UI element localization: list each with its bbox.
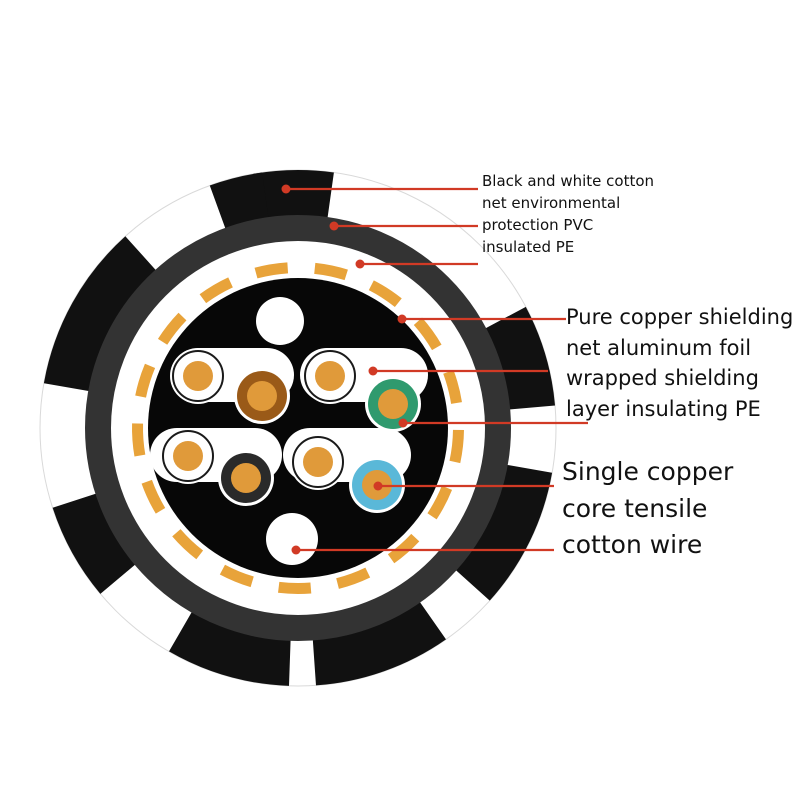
label-line: insulated PE: [482, 238, 575, 256]
label-line: protection PVC: [482, 216, 594, 234]
copper-conductor: [173, 441, 203, 471]
shielding-net-segment: [172, 529, 204, 560]
shielding-net-segment: [413, 317, 442, 351]
leader-lines: [281, 184, 588, 555]
jacket-black-segment: [169, 611, 291, 686]
leader-dot: [281, 184, 291, 194]
copper-conductor: [183, 361, 213, 391]
insulated-conductor: [160, 428, 216, 484]
label-line: net environmental: [482, 194, 621, 212]
copper-shielding-net: [132, 262, 464, 594]
shielding-net-segment: [157, 312, 187, 345]
leader-dot: [373, 481, 383, 491]
shielding-net-segment: [132, 423, 146, 457]
shielding-net-segment: [219, 564, 254, 588]
copper-conductor: [231, 463, 261, 493]
label-line: layer insulating PE: [566, 396, 761, 421]
shielding-net-segment: [449, 429, 464, 464]
shielding-net-segment: [199, 277, 233, 304]
shielding-net-segment: [141, 479, 166, 514]
label-line: wrapped shielding: [566, 366, 759, 390]
label-shielding-layers: Pure copper shielding net aluminum foil …: [566, 302, 793, 424]
shielding-net-segment: [443, 369, 462, 404]
label-line: Pure copper shielding: [566, 305, 794, 329]
shielding-net-segment: [387, 533, 420, 564]
leader-dot: [368, 366, 378, 376]
leader-dot: [329, 221, 339, 231]
copper-conductor: [247, 381, 277, 411]
jacket-black-segment: [312, 601, 446, 686]
label-line: net aluminum foil: [566, 335, 752, 360]
shielding-net-segment: [314, 262, 348, 281]
pvc-protection-layer: [85, 215, 511, 641]
shielding-net-segment: [278, 581, 312, 594]
tensile-cotton-wire: [266, 513, 318, 565]
label-line: Single copper: [562, 457, 734, 486]
label-line: cotton wire: [562, 530, 703, 559]
insulated-conductor: [234, 368, 290, 424]
shielding-net-segment: [254, 262, 289, 279]
label-line: core tensile: [562, 493, 708, 523]
leader-dot: [291, 545, 301, 555]
jacket-black-segment: [485, 306, 556, 410]
leader-dot: [398, 418, 408, 428]
jacket-black-segment: [455, 464, 553, 601]
insulated-conductor: [302, 348, 358, 404]
insulated-conductor: [290, 434, 346, 490]
jacket-black-segment: [52, 493, 136, 594]
tensile-cotton-wire: [256, 297, 304, 345]
shielding-net-segment: [427, 485, 453, 520]
leader-dot: [397, 314, 407, 324]
copper-conductor: [378, 389, 408, 419]
conductor-group: [150, 297, 428, 565]
insulated-conductor: [365, 376, 421, 432]
jacket-black-segment: [209, 172, 269, 229]
jacket-black-segment: [43, 236, 157, 392]
label-line: Black and white cotton: [482, 172, 655, 190]
insulated-conductor: [218, 450, 274, 506]
insulated-conductor: [170, 348, 226, 404]
shielding-net-segment: [135, 363, 156, 398]
shielding-net-segment: [368, 280, 402, 307]
copper-conductor: [303, 447, 333, 477]
shielding-net-segment: [336, 567, 371, 589]
jacket-black-segment: [253, 170, 334, 220]
label-jacket-layers: Black and white cotton net environmental…: [482, 170, 654, 258]
leader-dot: [355, 259, 365, 269]
label-tensile-wire: Single copper core tensile cotton wire: [562, 454, 733, 564]
copper-conductor: [315, 361, 345, 391]
